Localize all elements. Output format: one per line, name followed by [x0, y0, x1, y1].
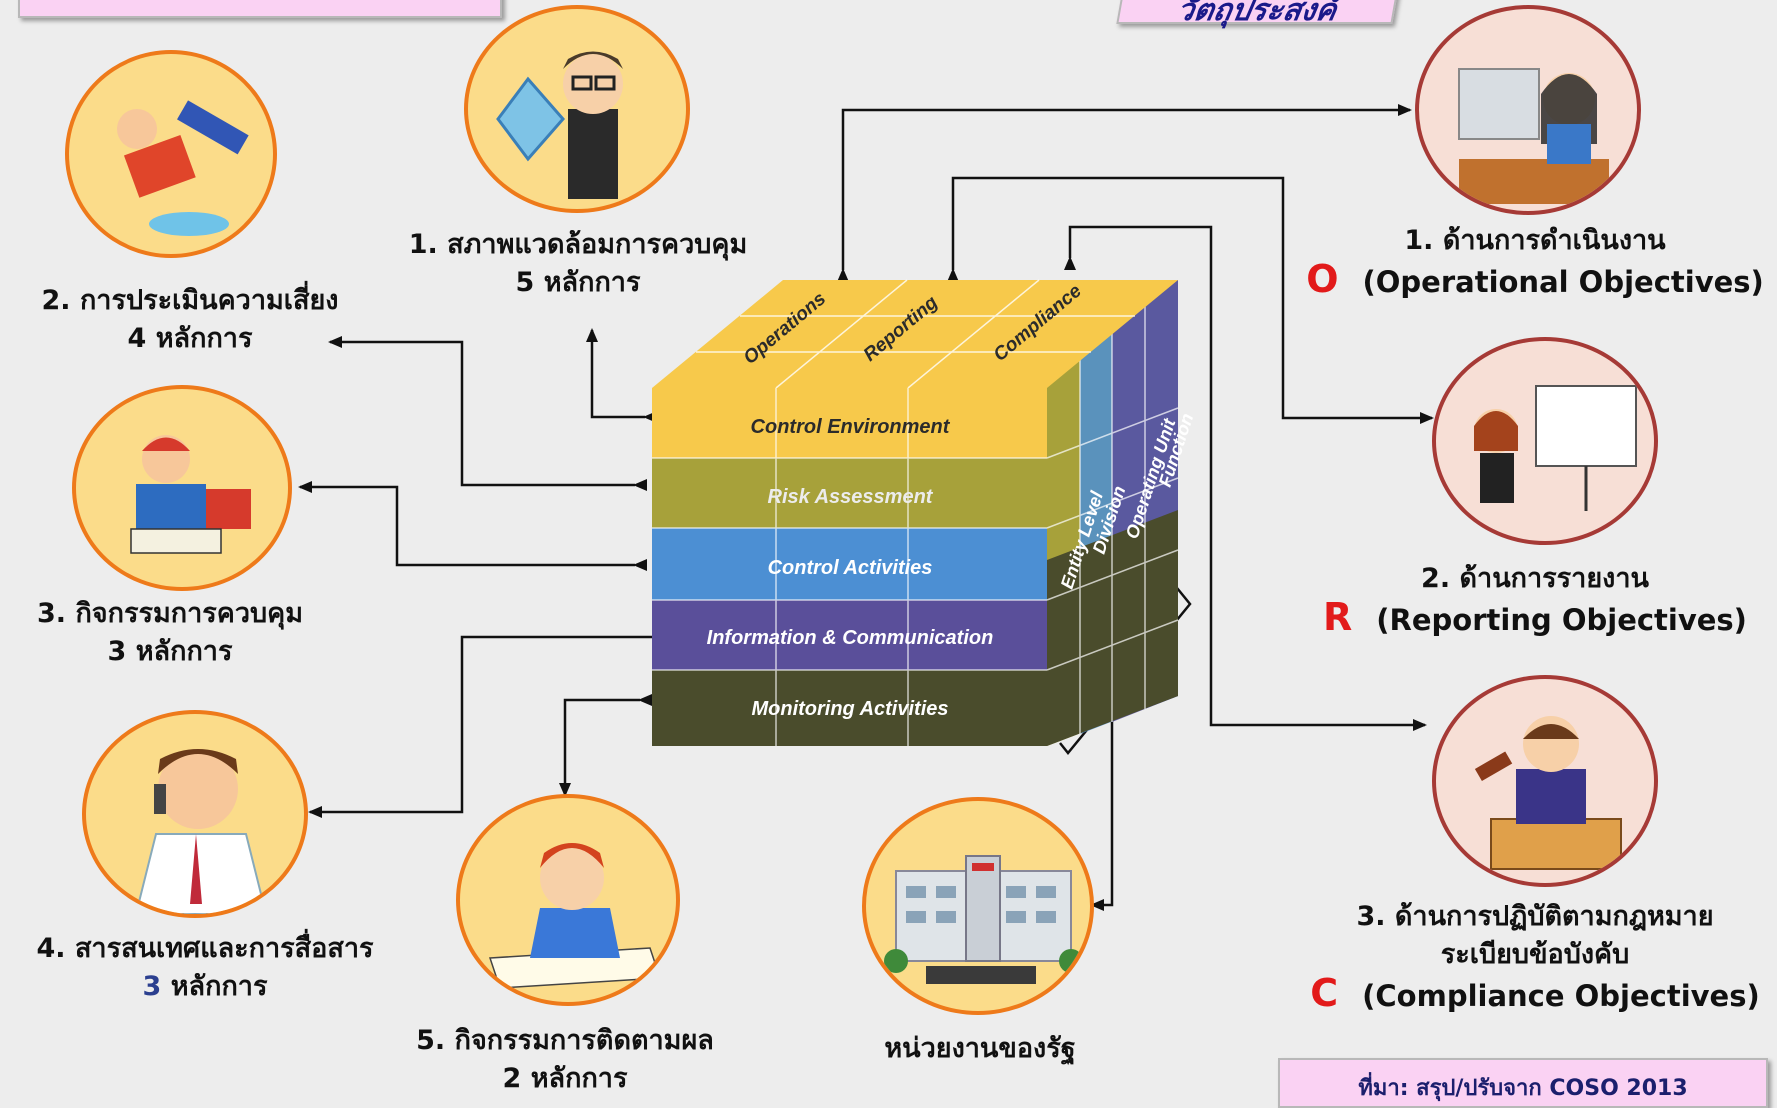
- office-worker-icon: [1415, 5, 1641, 215]
- title-banner: [18, 0, 502, 18]
- thinking-student-icon: [456, 794, 680, 1006]
- layer-risk-assessment: Risk Assessment: [768, 486, 934, 508]
- presenter-board-icon: [1432, 337, 1658, 545]
- objective-3-label: 3. ด้านการปฏิบัติตามกฎหมาย ระเบียบข้อบัง…: [1310, 901, 1760, 1015]
- layer-monitoring-activities: Monitoring Activities: [751, 698, 948, 720]
- component-2-label: 2. การประเมินความเสี่ยง 4 หลักการ: [41, 285, 339, 354]
- objective-2-label: 2. ด้านการรายงาน R(Reporting Objectives): [1323, 563, 1747, 639]
- front-layers: [652, 388, 1047, 746]
- honesty-businessman-icon: [464, 5, 690, 213]
- phone-call-man-icon: [82, 710, 308, 918]
- component-1-label: 1. สภาพแวดล้อมการควบคุม 5 หลักการ: [408, 229, 748, 298]
- component-5-label: 5. กิจกรรมการติดตามผล 2 หลักการ: [416, 1025, 714, 1094]
- layer-control-activities: Control Activities: [768, 557, 933, 579]
- objective-1-label: 1. ด้านการดำเนินงาน O(Operational Object…: [1306, 225, 1764, 301]
- component-3-label: 3. กิจกรรมการควบคุม 3 หลักการ: [36, 598, 303, 667]
- slipping-man-icon: [65, 50, 277, 258]
- maintenance-worker-icon: [72, 385, 292, 591]
- component-4-label: 4. สารสนเทศและการสื่อสาร 3 หลักการ: [36, 933, 374, 1002]
- layer-control-environment: Control Environment: [751, 416, 951, 438]
- agency-label: หน่วยงานของรัฐ: [884, 1033, 1076, 1064]
- judge-gavel-icon: [1432, 675, 1658, 887]
- layer-information-communication: Information & Communication: [707, 627, 994, 649]
- government-building-icon: [862, 797, 1094, 1015]
